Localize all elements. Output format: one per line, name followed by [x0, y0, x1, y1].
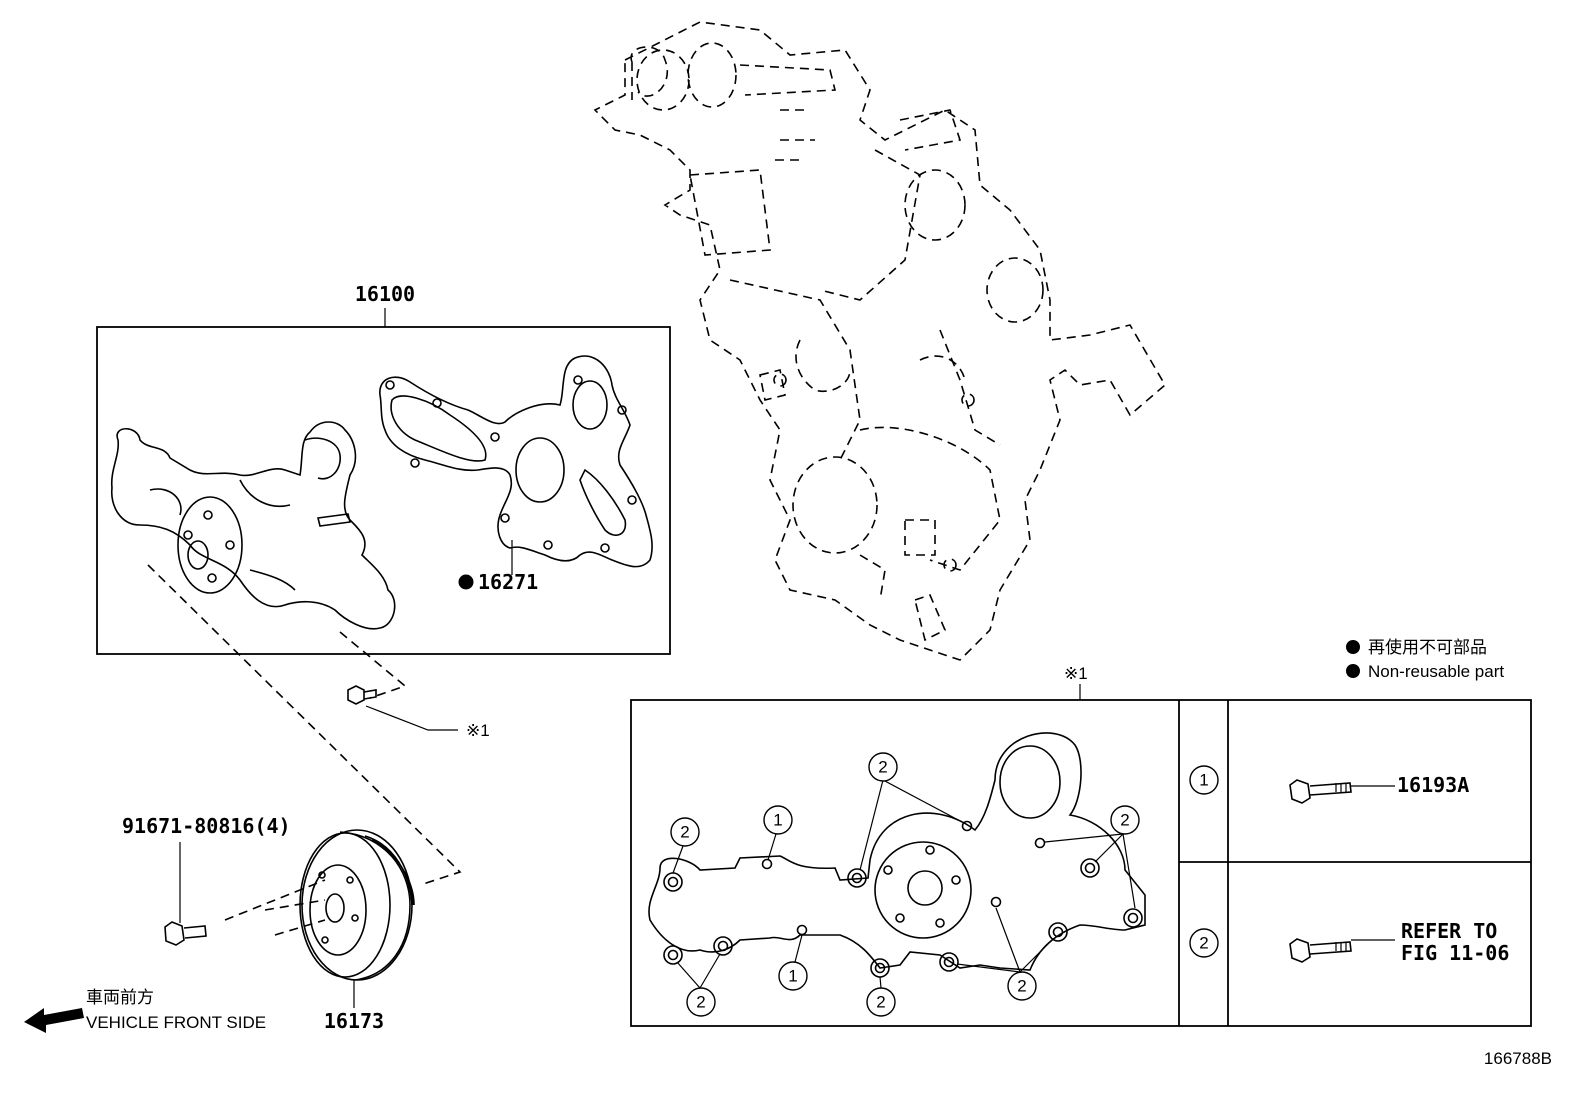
bolt-refer-drawing	[1289, 938, 1352, 963]
pulley-drawing	[299, 829, 415, 981]
svg-text:2: 2	[878, 758, 887, 777]
bolt-16193a-drawing	[1289, 779, 1352, 804]
part-number-16173: 16173	[324, 1009, 384, 1033]
svg-text:2: 2	[1120, 811, 1129, 830]
svg-text:2: 2	[696, 993, 705, 1012]
mark-1-detail-label: ※1	[1064, 664, 1088, 683]
part-number-16100: 16100	[355, 282, 415, 306]
part-number-91671: 91671-80816(4)	[122, 814, 291, 838]
part-number-16193a: 16193A	[1397, 773, 1469, 797]
mark-1-label: ※1	[466, 721, 490, 740]
front-direction-arrow	[24, 1008, 84, 1033]
svg-text:1: 1	[788, 967, 797, 986]
direction-jp: 車両前方	[86, 988, 154, 1007]
detail-frame	[630, 699, 1532, 1027]
legend-dot-1	[1346, 640, 1360, 654]
legend-dot-2	[1346, 664, 1360, 678]
callout-2: 2	[1110, 805, 1140, 835]
legend-jp: 再使用不可部品	[1368, 637, 1487, 657]
callout-1: 1	[778, 961, 808, 991]
svg-text:1: 1	[773, 811, 782, 830]
refer-line-2: FIG 11-06	[1401, 941, 1509, 965]
callout-2: 2	[1007, 971, 1037, 1001]
callout-leaders	[672, 779, 1136, 989]
svg-text:2: 2	[1017, 977, 1026, 996]
timing-cover-illustration	[593, 21, 1167, 661]
part-number-16271: 16271	[478, 570, 538, 594]
callout-2: 2	[868, 752, 898, 782]
table-index-2: 2	[1189, 928, 1219, 958]
callout-2: 2	[866, 987, 896, 1017]
legend-en: Non-reusable part	[1368, 662, 1504, 681]
svg-text:2: 2	[1199, 934, 1208, 953]
pump-bolt-drawing	[339, 631, 407, 705]
svg-text:1: 1	[1199, 771, 1208, 790]
direction-en: VEHICLE FRONT SIDE	[86, 1013, 266, 1032]
refer-line-1: REFER TO	[1401, 919, 1497, 943]
pump-rear-view	[648, 732, 1146, 978]
drawing-number: 166788B	[1484, 1049, 1552, 1068]
svg-text:2: 2	[876, 993, 885, 1012]
kit-16100-frame	[96, 326, 671, 655]
leader-mark1-bolt	[365, 705, 458, 731]
gasket-drawing	[379, 355, 653, 568]
callout-1: 1	[763, 805, 793, 835]
pulley-projection	[147, 564, 462, 886]
non-reusable-mark	[458, 574, 474, 590]
pulley-bolt-drawing	[164, 879, 326, 946]
water-pump-drawing	[110, 421, 396, 630]
svg-text:2: 2	[680, 823, 689, 842]
callout-2: 2	[670, 817, 700, 847]
table-index-1: 1	[1189, 765, 1219, 795]
callout-2: 2	[686, 987, 716, 1017]
